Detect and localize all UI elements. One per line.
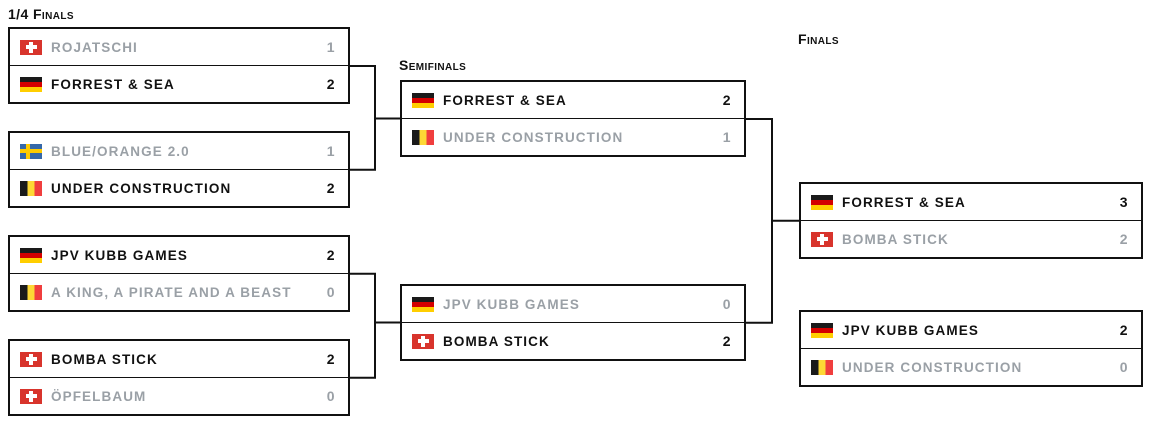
- team-row: FORREST & SEA 2: [402, 82, 744, 118]
- flag-icon: [20, 351, 42, 367]
- team-name: JPV KUBB GAMES: [51, 247, 188, 263]
- team-name: FORREST & SEA: [51, 76, 175, 92]
- team-score: 0: [722, 296, 731, 312]
- team-name: UNDER CONSTRUCTION: [842, 359, 1023, 375]
- team-name: ROJATSCHI: [51, 39, 138, 55]
- team-score: 3: [1119, 194, 1128, 210]
- flag-icon: [20, 76, 42, 92]
- team-row: BLUE/ORANGE 2.0 1: [10, 133, 348, 169]
- match-quarterfinal-2: BLUE/ORANGE 2.0 1 UNDER CONSTRUCTION 2: [8, 131, 350, 208]
- team-row: UNDER CONSTRUCTION 1: [402, 118, 744, 155]
- team-score: 2: [326, 180, 335, 196]
- team-name: UNDER CONSTRUCTION: [51, 180, 232, 196]
- flag-icon: [412, 92, 434, 108]
- team-score: 2: [326, 351, 335, 367]
- flag-icon: [412, 333, 434, 349]
- team-name: BOMBA STICK: [51, 351, 158, 367]
- flag-icon: [20, 284, 42, 300]
- team-name: JPV KUBB GAMES: [842, 322, 979, 338]
- team-name: BLUE/ORANGE 2.0: [51, 143, 190, 159]
- team-name: BOMBA STICK: [842, 231, 949, 247]
- team-score: 2: [326, 76, 335, 92]
- team-row: BOMBA STICK 2: [402, 322, 744, 359]
- team-score: 2: [1119, 322, 1128, 338]
- flag-icon: [412, 296, 434, 312]
- team-score: 1: [722, 129, 731, 145]
- flag-icon: [20, 39, 42, 55]
- flag-icon: [412, 129, 434, 145]
- team-name: FORREST & SEA: [842, 194, 966, 210]
- match-final: FORREST & SEA 3 BOMBA STICK 2: [799, 182, 1143, 259]
- team-row: UNDER CONSTRUCTION 2: [10, 169, 348, 206]
- flag-icon: [20, 180, 42, 196]
- team-name: ÖPFELBAUM: [51, 388, 147, 404]
- flag-icon: [811, 231, 833, 247]
- team-row: UNDER CONSTRUCTION 0: [801, 348, 1141, 385]
- team-score: 0: [326, 284, 335, 300]
- team-row: JPV KUBB GAMES 2: [10, 237, 348, 273]
- flag-icon: [20, 247, 42, 263]
- match-quarterfinal-4: BOMBA STICK 2 ÖPFELBAUM 0: [8, 339, 350, 416]
- team-name: FORREST & SEA: [443, 92, 567, 108]
- team-row: ÖPFELBAUM 0: [10, 377, 348, 414]
- team-score: 2: [722, 333, 731, 349]
- flag-icon: [811, 194, 833, 210]
- team-name: BOMBA STICK: [443, 333, 550, 349]
- team-name: JPV KUBB GAMES: [443, 296, 580, 312]
- match-quarterfinal-3: JPV KUBB GAMES 2 A KING, A PIRATE AND A …: [8, 235, 350, 312]
- connector-line-qf1-qf2: [350, 65, 376, 171]
- team-row: JPV KUBB GAMES 2: [801, 312, 1141, 348]
- team-row: FORREST & SEA 2: [10, 65, 348, 102]
- team-row: BOMBA STICK 2: [10, 341, 348, 377]
- match-quarterfinal-1: ROJATSCHI 1 FORREST & SEA 2: [8, 27, 350, 104]
- team-row: ROJATSCHI 1: [10, 29, 348, 65]
- connector-line-qf3-qf4: [350, 272, 376, 379]
- connector-line-sf1-sf2: [746, 118, 773, 324]
- team-row: FORREST & SEA 3: [801, 184, 1141, 220]
- round-title-semifinals: Semifinals: [399, 57, 467, 73]
- team-row: JPV KUBB GAMES 0: [402, 286, 744, 322]
- round-title-quarterfinals: 1/4 Finals: [8, 6, 74, 22]
- team-name: A KING, A PIRATE AND A BEAST: [51, 284, 292, 300]
- team-row: A KING, A PIRATE AND A BEAST 0: [10, 273, 348, 310]
- flag-icon: [20, 143, 42, 159]
- team-name: UNDER CONSTRUCTION: [443, 129, 624, 145]
- round-title-finals: Finals: [798, 31, 839, 47]
- team-score: 0: [1119, 359, 1128, 375]
- match-semifinal-1: FORREST & SEA 2 UNDER CONSTRUCTION 1: [400, 80, 746, 157]
- team-row: BOMBA STICK 2: [801, 220, 1141, 257]
- team-score: 0: [326, 388, 335, 404]
- team-score: 2: [1119, 231, 1128, 247]
- team-score: 1: [326, 143, 335, 159]
- team-score: 2: [326, 247, 335, 263]
- flag-icon: [811, 359, 833, 375]
- match-semifinal-2: JPV KUBB GAMES 0 BOMBA STICK 2: [400, 284, 746, 361]
- match-third-place: JPV KUBB GAMES 2 UNDER CONSTRUCTION 0: [799, 310, 1143, 387]
- flag-icon: [811, 322, 833, 338]
- flag-icon: [20, 388, 42, 404]
- team-score: 1: [326, 39, 335, 55]
- team-score: 2: [722, 92, 731, 108]
